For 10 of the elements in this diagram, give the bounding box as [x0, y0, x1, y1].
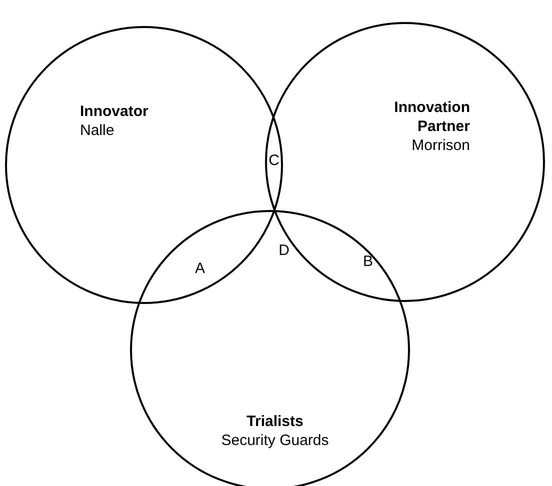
- set-member: Nalle: [80, 121, 116, 140]
- region-label: D: [278, 242, 290, 260]
- set-heading: Trialists: [246, 412, 304, 431]
- region-label: A: [195, 260, 205, 278]
- region-label: B: [363, 253, 373, 271]
- set-heading: Innovation Partner: [393, 98, 470, 136]
- set-heading: Innovator: [80, 102, 150, 121]
- region-label: C: [268, 152, 280, 170]
- set-member: Morrison: [410, 136, 470, 155]
- set-member: Security Guards: [220, 431, 330, 450]
